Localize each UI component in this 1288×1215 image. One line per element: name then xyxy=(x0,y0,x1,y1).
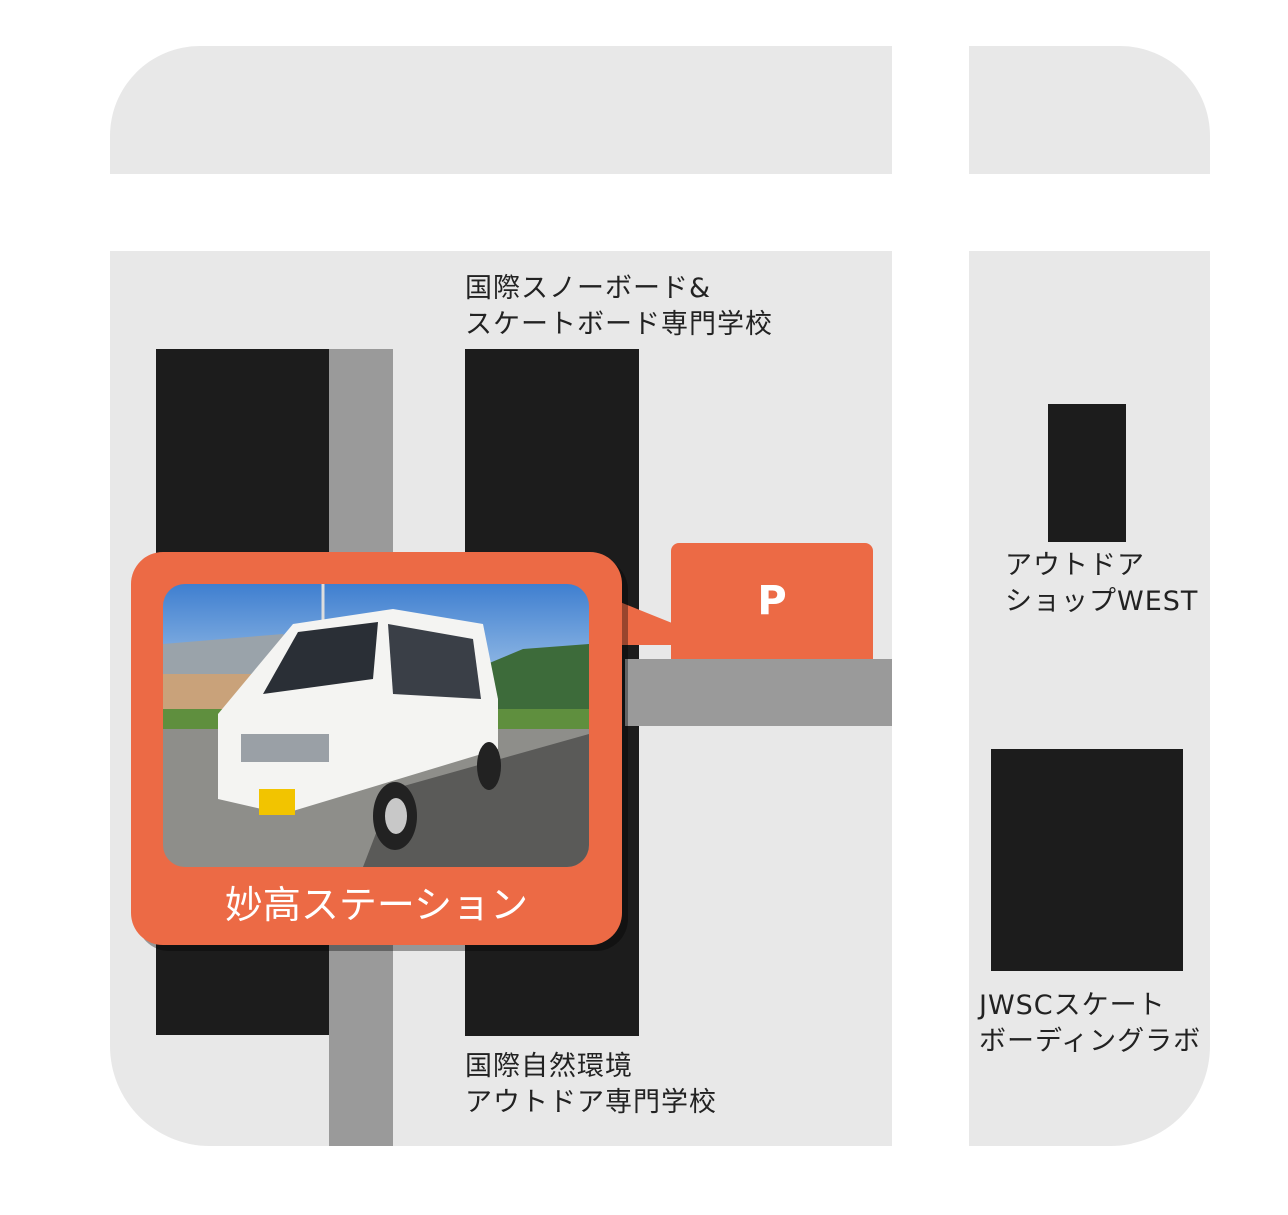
label-line: スケートボード専門学校 xyxy=(465,309,773,340)
building-jwsc xyxy=(991,749,1183,971)
station-photo xyxy=(163,584,589,867)
station-callout[interactable]: 妙高ステーション xyxy=(131,552,622,945)
label-outdoor-school: 国際自然環境 アウトドア専門学校 xyxy=(465,1049,717,1121)
block-top-left xyxy=(110,46,892,174)
block-right xyxy=(969,251,1210,1146)
label-line: ショップWEST xyxy=(1005,586,1199,617)
label-snowboard-school: 国際スノーボード& スケートボード専門学校 xyxy=(465,271,773,343)
road-parking-access xyxy=(625,659,892,726)
label-line: 国際自然環境 xyxy=(465,1051,633,1082)
label-line: 国際スノーボード& xyxy=(465,273,712,304)
van-photo-icon xyxy=(163,584,589,867)
label-jwsc: JWSCスケート ボーディングラボ xyxy=(979,988,1201,1060)
label-line: JWSCスケート xyxy=(979,990,1166,1021)
building-outdoor-shop xyxy=(1048,404,1126,542)
label-outdoor-shop: アウトドア ショップWEST xyxy=(1005,548,1198,620)
block-top-right xyxy=(969,46,1210,174)
label-line: アウトドア専門学校 xyxy=(465,1087,717,1118)
label-line: アウトドア xyxy=(1005,550,1145,581)
callout-pointer xyxy=(610,598,672,645)
parking-label: P xyxy=(757,578,787,624)
station-name: 妙高ステーション xyxy=(224,883,529,927)
label-line: ボーディングラボ xyxy=(979,1026,1202,1057)
parking-marker[interactable]: P xyxy=(671,543,873,659)
